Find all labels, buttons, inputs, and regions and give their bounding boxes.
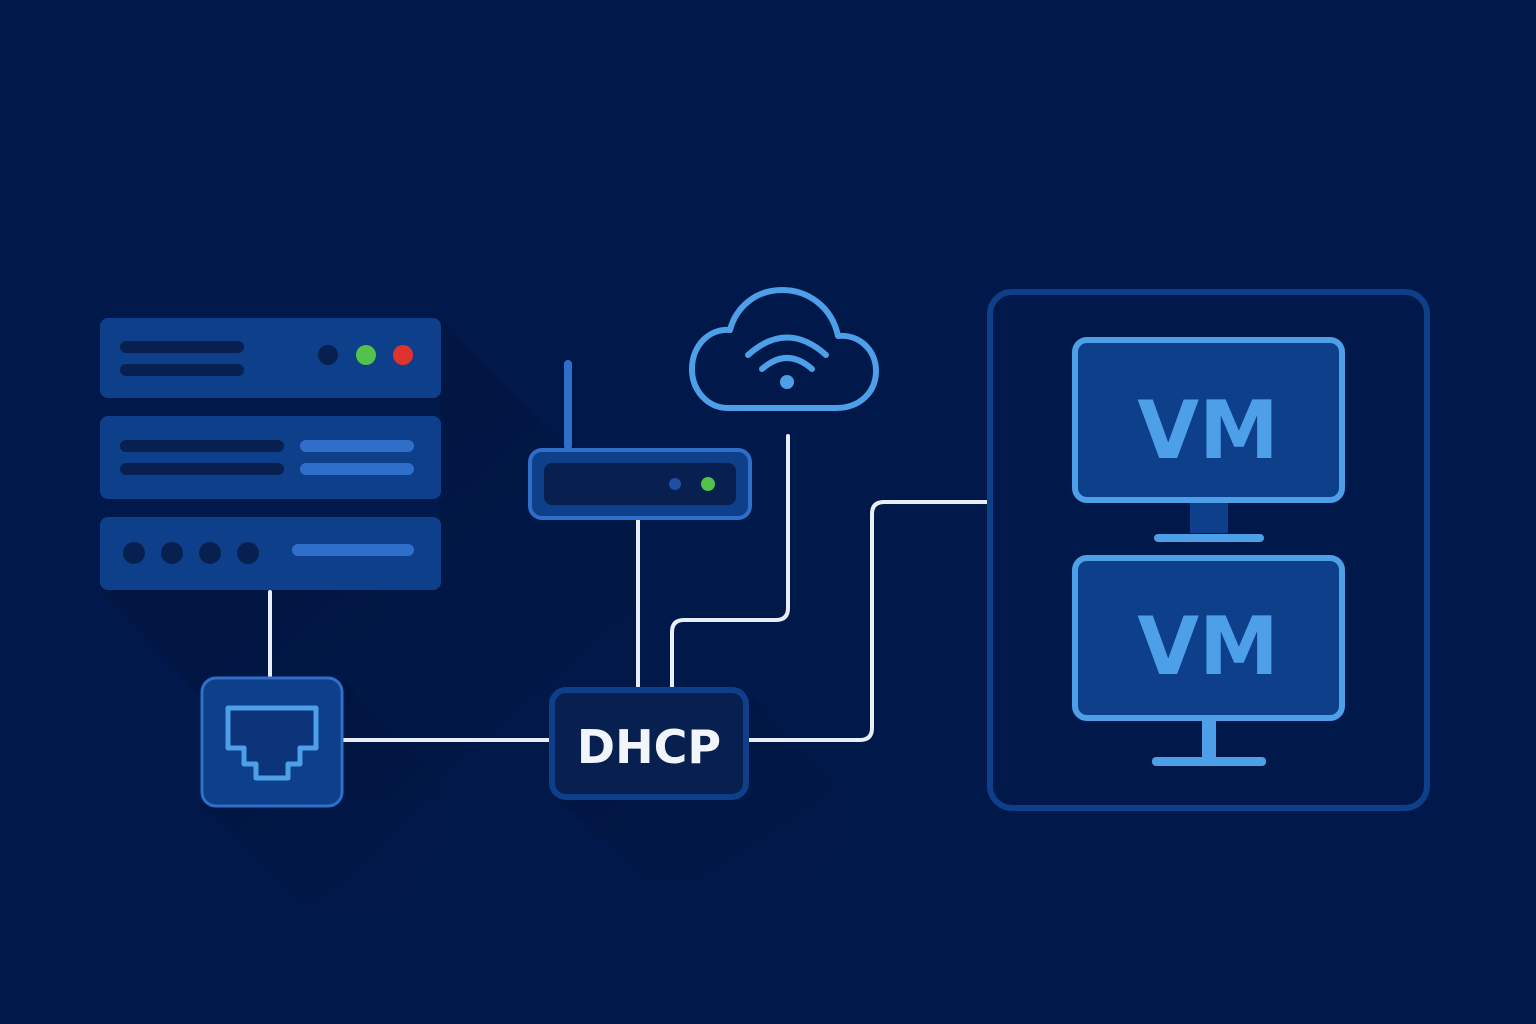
line-dhcp-to-vmhost <box>744 500 992 742</box>
virtual-machine-host-icon: VM VM <box>987 289 1430 811</box>
vm-top-label: VM <box>1137 384 1279 477</box>
router-led-green <box>701 477 715 491</box>
connection-lines <box>268 434 992 742</box>
server-rack-icon <box>100 318 441 590</box>
cloud-wifi-icon <box>689 287 879 411</box>
vm-monitor-bottom: VM <box>1072 555 1345 766</box>
server-unit-1 <box>100 318 441 398</box>
ethernet-port-icon <box>200 676 344 808</box>
line-cloud-to-dhcp <box>670 434 790 692</box>
router-led-dark <box>669 478 681 490</box>
server-led-dark <box>318 345 338 365</box>
router-antenna <box>564 360 572 450</box>
server-led-green <box>356 345 376 365</box>
dhcp-label: DHCP <box>577 720 721 774</box>
server-led-red <box>393 345 413 365</box>
wifi-icon <box>745 334 829 372</box>
vm-monitor-top: VM <box>1072 337 1345 542</box>
dhcp-server-node: DHCP <box>549 687 749 800</box>
server-unit-2 <box>100 416 441 499</box>
router-icon <box>528 360 752 520</box>
server-unit-3 <box>100 517 441 590</box>
vm-bottom-label: VM <box>1137 600 1279 693</box>
